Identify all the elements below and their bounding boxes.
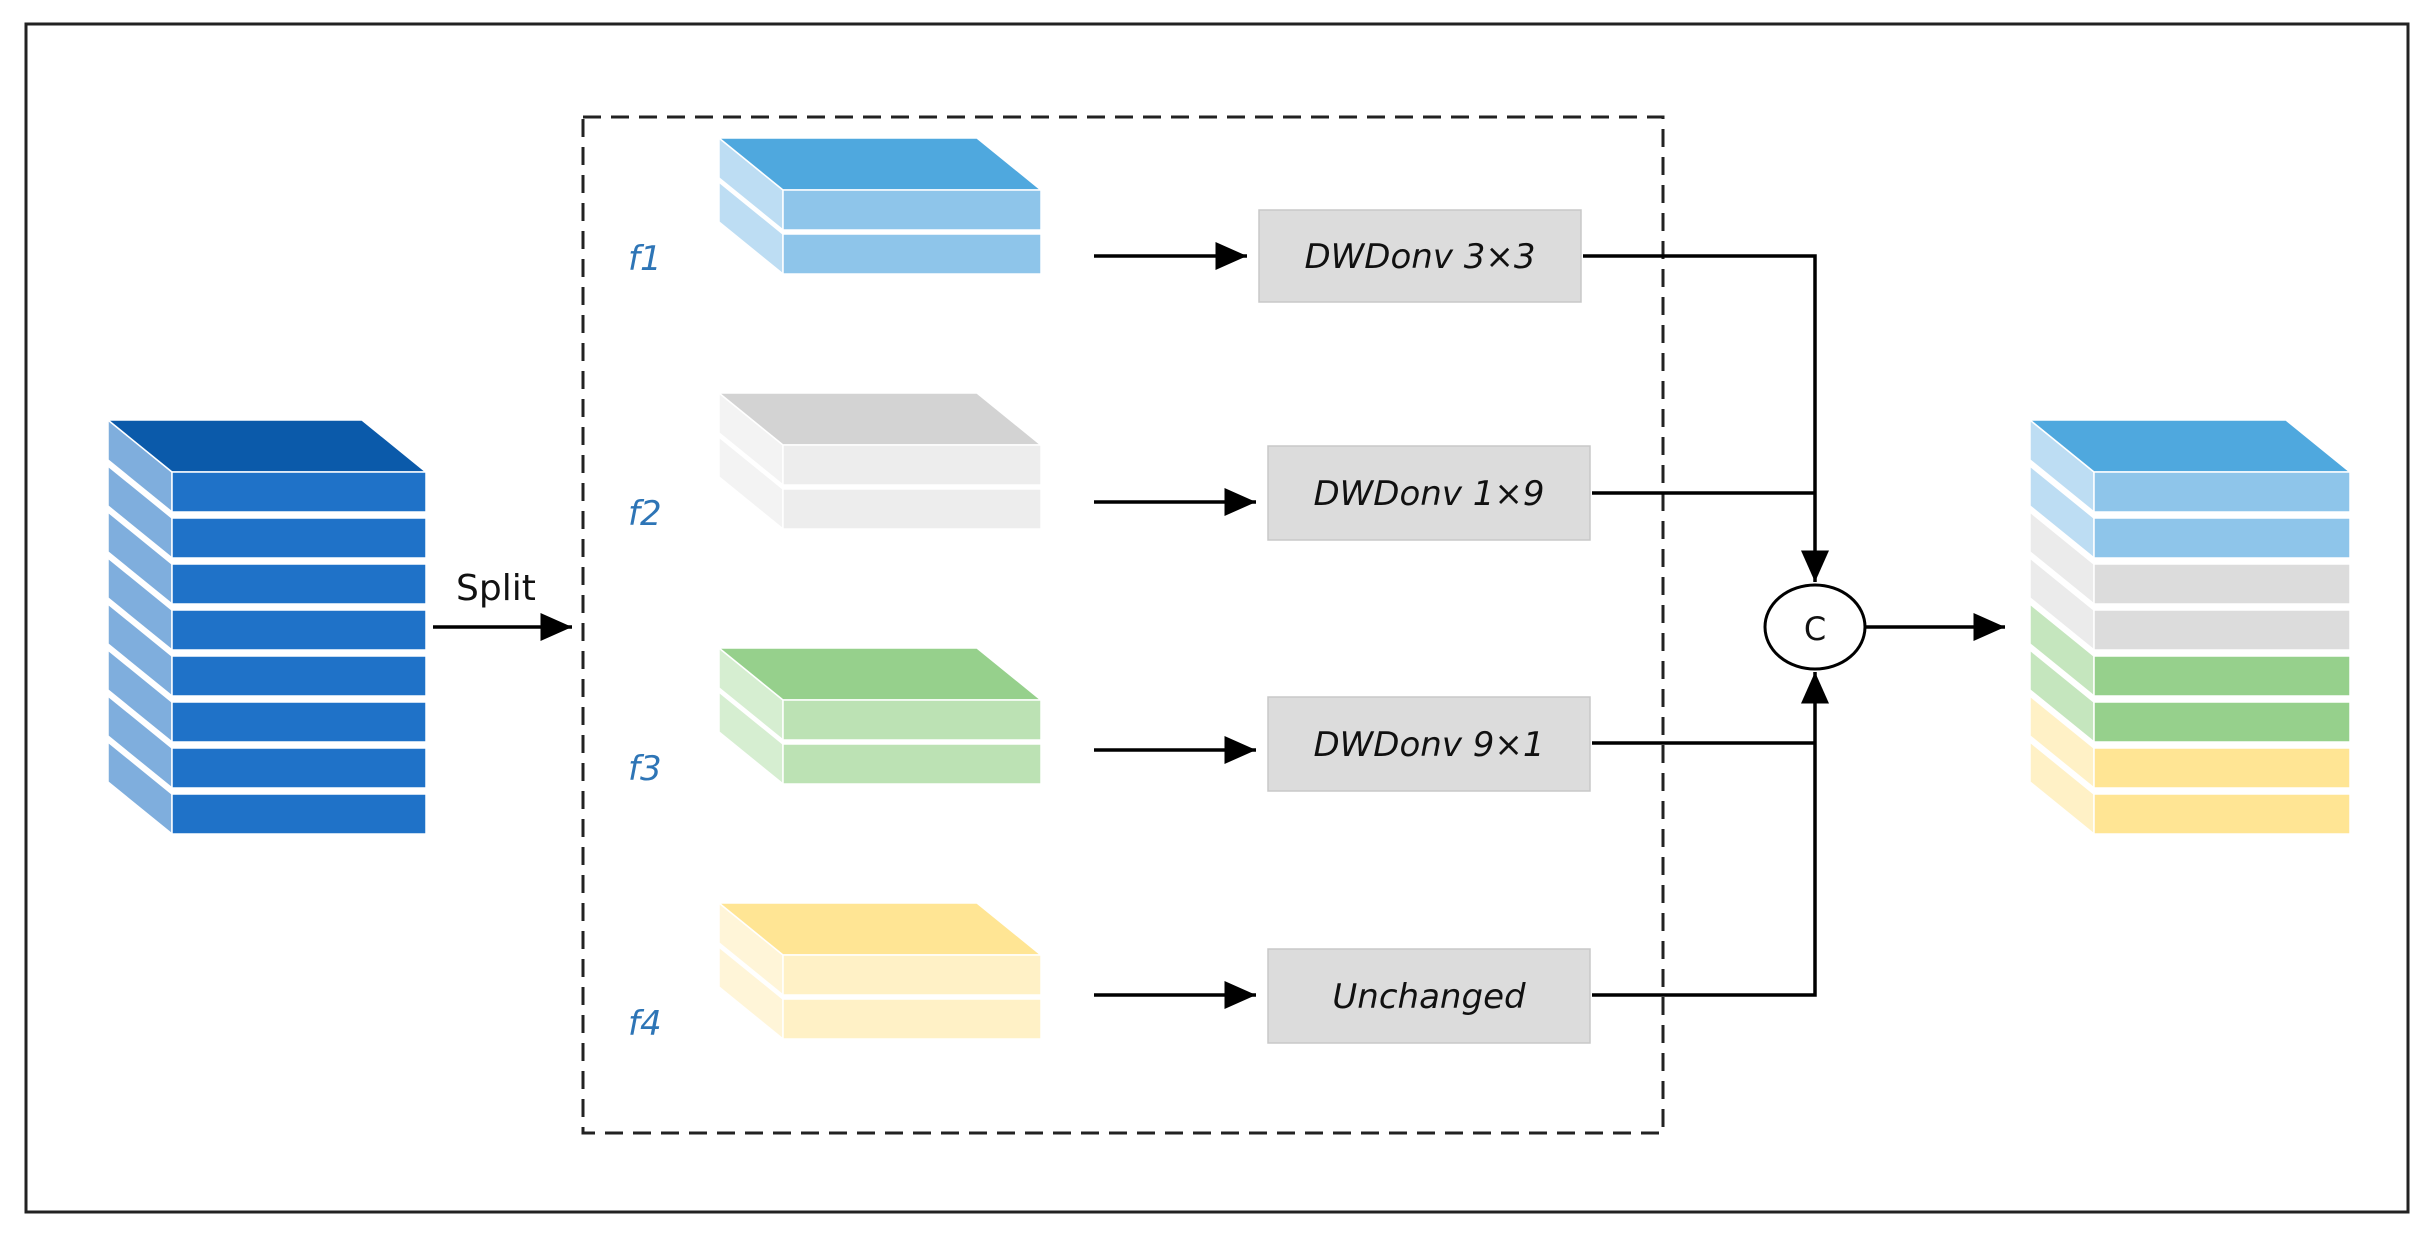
branch-f1-layer-1 <box>716 136 1044 232</box>
input-layer-3-front <box>171 563 427 605</box>
branch-group: f1 DWDonv 3×3 f2 DWDonv 1×9 f3 DWDonv 9×1 f4 Un… <box>628 136 1591 1044</box>
input-layer-8-front <box>171 793 427 835</box>
op-label-f3: DWDonv 9×1 <box>1313 725 1544 765</box>
output-layer-4-front <box>2093 609 2351 651</box>
merge-line-f4 <box>1592 672 1829 997</box>
input-layer-7 <box>107 694 427 790</box>
branch-f1-layer-2 <box>718 180 1042 276</box>
output-layer-7 <box>2029 694 2351 790</box>
output-feature-stack <box>2027 418 2353 836</box>
input-layer-5-front <box>171 655 427 697</box>
input-layer-3 <box>107 510 427 606</box>
branch-label-f4: f4 <box>628 1004 662 1044</box>
branch-label-f1: f1 <box>628 239 662 279</box>
branch-f2: f2 DWDonv 1×9 <box>628 391 1591 541</box>
output-layer-3 <box>2029 510 2351 606</box>
output-layer-5 <box>2029 602 2351 698</box>
branch-label-f2: f2 <box>628 494 662 534</box>
module-boundary <box>581 115 1665 1135</box>
output-layer-2 <box>2029 464 2351 560</box>
branch-f3: f3 DWDonv 9×1 <box>628 646 1591 792</box>
output-layer-8 <box>2029 740 2351 836</box>
op-box-f1 <box>1258 209 1582 303</box>
output-layer-5-front <box>2093 655 2351 697</box>
output-layer-2-front <box>2093 517 2351 559</box>
concat-node <box>1763 583 1867 671</box>
concat-label: C <box>1804 610 1826 648</box>
output-layer-7-front <box>2093 747 2351 789</box>
branch-label-f3: f3 <box>628 749 662 789</box>
input-layer-4-front <box>171 609 427 651</box>
split-label: Split <box>456 568 536 609</box>
output-layer-4 <box>2029 556 2351 652</box>
branch-f2-layer-2-front <box>782 488 1042 530</box>
branch-f4-layer-1 <box>716 901 1044 997</box>
op-box-f4 <box>1267 948 1591 1044</box>
output-layer-8-front <box>2093 793 2351 835</box>
branch-f1-layer-2-front <box>782 233 1042 275</box>
output-layer-6 <box>2029 648 2351 744</box>
input-layer-8 <box>107 740 427 836</box>
input-layer-1-front <box>171 471 427 513</box>
merge-line-f1 <box>1583 254 1829 582</box>
output-layer-1 <box>2027 418 2353 514</box>
input-layer-5 <box>107 602 427 698</box>
output-layer-3-front <box>2093 563 2351 605</box>
input-layer-6-front <box>171 701 427 743</box>
input-feature-stack <box>105 418 429 836</box>
op-label-f2: DWDonv 1×9 <box>1313 474 1544 514</box>
outer-frame <box>24 22 2410 1214</box>
op-label-f4: Unchanged <box>1332 977 1526 1017</box>
branch-f2-layer-1-front <box>782 444 1042 486</box>
input-layer-2-front <box>171 517 427 559</box>
input-layer-2 <box>107 464 427 560</box>
input-layer-4 <box>107 556 427 652</box>
branch-f4: f4 Unchanged <box>628 901 1591 1044</box>
branch-f4-layer-2 <box>718 945 1042 1041</box>
branch-f3-layer-1 <box>716 646 1044 742</box>
branch-f1-layer-1-front <box>782 189 1042 231</box>
branch-f2-layer-1 <box>716 391 1044 487</box>
branch-f3-layer-2 <box>718 690 1042 786</box>
op-box-f2 <box>1267 445 1591 541</box>
output-layer-1-front <box>2093 471 2351 513</box>
branch-f4-layer-2-front <box>782 998 1042 1040</box>
branch-f3-layer-2-front <box>782 743 1042 785</box>
branch-f4-layer-1-front <box>782 954 1042 996</box>
op-label-f1: DWDonv 3×3 <box>1304 237 1535 277</box>
merge-lines <box>1583 254 1829 997</box>
branch-f1: f1 DWDonv 3×3 <box>628 136 1582 303</box>
branch-f2-layer-2 <box>718 435 1042 531</box>
input-layer-6 <box>107 648 427 744</box>
branch-f3-layer-1-front <box>782 699 1042 741</box>
output-layer-6-front <box>2093 701 2351 743</box>
input-layer-7-front <box>171 747 427 789</box>
input-layer-1 <box>105 418 429 514</box>
op-box-f3 <box>1267 696 1591 792</box>
